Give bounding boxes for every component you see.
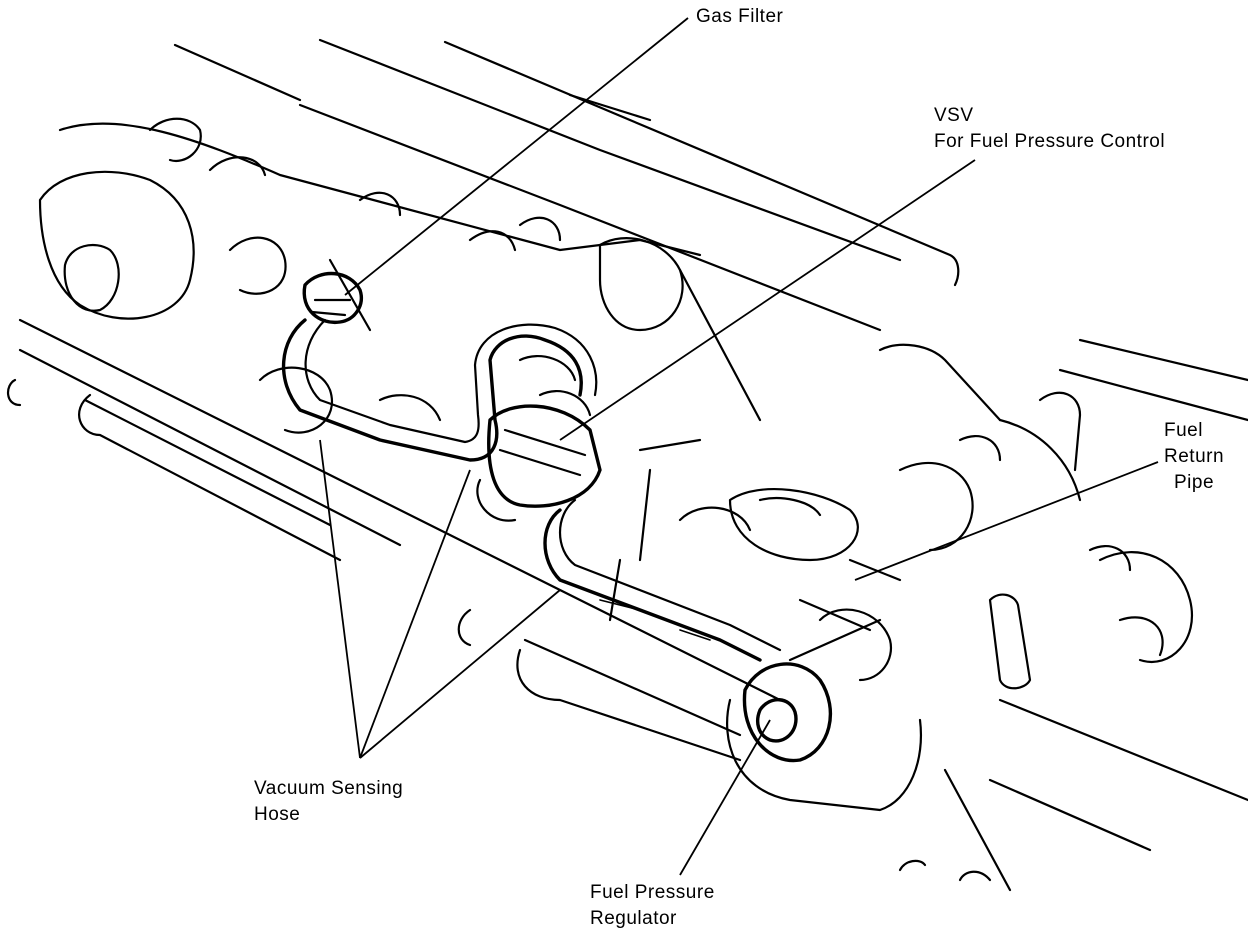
leader-vacuum-hose-2: [359, 469, 471, 759]
vsv-unit: [476, 355, 602, 522]
right-side-parts: [898, 391, 1132, 690]
label-fuel-return-pipe: Fuel Return Pipe: [1164, 418, 1224, 496]
label-vacuum-line2: Hose: [254, 804, 301, 825]
label-regulator-line1: Fuel Pressure: [590, 882, 715, 903]
label-fuel-return-line1: Fuel: [1164, 420, 1203, 441]
label-vsv: VSV For Fuel Pressure Control: [934, 103, 1165, 155]
label-fuel-pressure-regulator: Fuel Pressure Regulator: [590, 880, 715, 932]
label-gas-filter: Gas Filter: [696, 4, 783, 30]
label-vsv-line1: VSV: [934, 105, 974, 126]
label-vacuum-sensing-hose: Vacuum Sensing Hose: [254, 776, 403, 828]
label-vacuum-line1: Vacuum Sensing: [254, 778, 404, 799]
leader-lines: [319, 17, 1159, 876]
leader-vsv: [559, 159, 976, 441]
label-regulator-line2: Regulator: [590, 908, 677, 929]
label-fuel-return-line3: Pipe: [1174, 472, 1215, 493]
leader-regulator: [679, 719, 771, 876]
leader-gas-filter: [344, 17, 689, 296]
leader-vacuum-hose-1: [319, 439, 361, 759]
label-fuel-return-line2: Return: [1164, 446, 1225, 467]
intake-runners: [148, 117, 762, 434]
gas-filter: [302, 271, 363, 325]
leader-vacuum-hose-3: [359, 589, 561, 759]
label-gas-filter-text: Gas Filter: [696, 6, 784, 27]
fuel-pressure-regulator: [608, 438, 922, 812]
label-vsv-line2: For Fuel Pressure Control: [934, 131, 1166, 152]
fuel-pipe: [281, 318, 782, 662]
engine-block-outline: [7, 38, 1248, 892]
leader-fuel-return-pipe: [854, 461, 1159, 581]
